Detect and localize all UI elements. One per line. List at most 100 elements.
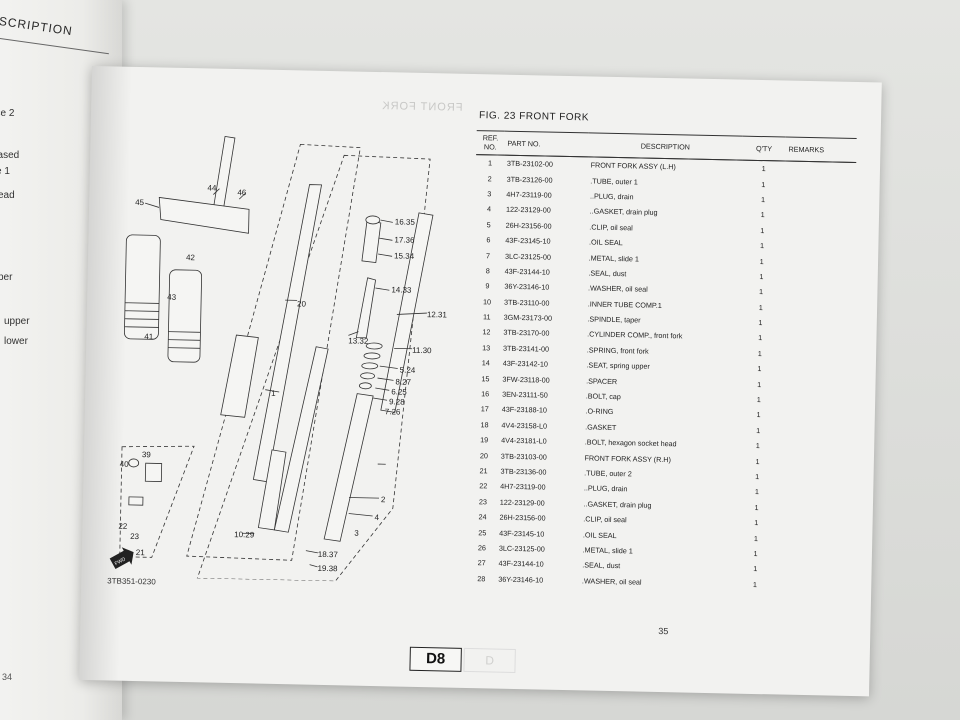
cell-part-no: 43F-23142-10 — [502, 358, 549, 369]
cell-ref-no: 16 — [481, 389, 490, 399]
cell-part-no: 122-23129-00 — [499, 497, 545, 508]
cell-part-no: 43F-23145-10 — [505, 235, 551, 246]
cell-qty: 1 — [758, 318, 763, 328]
cell-qty: 1 — [757, 379, 762, 389]
cell-part-no: 43F-23188-10 — [501, 405, 548, 416]
callout-45: 45 — [135, 198, 145, 207]
cell-qty: 1 — [756, 425, 761, 435]
cell-ref-no: 28 — [477, 573, 486, 584]
cell-ref-no: 26 — [477, 543, 487, 553]
cell-remarks — [778, 500, 849, 517]
cell-ref-no: 27 — [477, 558, 486, 568]
left-page-item: lower — [4, 336, 28, 347]
cell-ref-no: 4 — [486, 204, 492, 214]
cell-ref-no: 1 — [487, 158, 493, 168]
cell-qty: 1 — [761, 164, 766, 174]
cell-part-no: 122-23129-00 — [505, 205, 551, 215]
cell-ref-no: 24 — [478, 512, 487, 522]
callout-9-28: 9.28 — [389, 397, 405, 406]
page-number: 35 — [658, 625, 669, 637]
cell-qty: 1 — [756, 395, 761, 405]
left-page-item: e 1 — [0, 166, 10, 177]
cell-ref-no: 13 — [482, 343, 491, 353]
callout-15-34: 15.34 — [394, 251, 415, 260]
cell-ref-no: 12 — [482, 327, 491, 337]
group-border-left — [186, 143, 361, 561]
cell-part-no: 3EN-23111-50 — [502, 389, 548, 400]
exploded-fork-diagram: 44 45 46 42 43 41 20 1 40 39 22 23 21 2 … — [109, 135, 448, 582]
cell-remarks — [784, 208, 855, 225]
cell-part-no: 4H7-23119-00 — [500, 482, 546, 492]
cell-qty: 1 — [757, 348, 762, 358]
cell-ref-no: 11 — [482, 312, 491, 322]
cell-qty: 1 — [755, 456, 760, 466]
cell-remarks — [777, 562, 848, 579]
axle-holder — [144, 462, 163, 482]
seal-ring — [365, 342, 383, 350]
cell-remarks — [783, 269, 854, 286]
cell-part-no: 3TB-23126-00 — [506, 174, 553, 185]
cell-remarks — [780, 377, 851, 394]
cell-remarks — [779, 439, 850, 456]
under-bracket — [158, 196, 250, 234]
cell-ref-no: 8 — [485, 266, 490, 276]
callout-43: 43 — [167, 293, 177, 302]
callout-16-35: 16.35 — [395, 217, 416, 226]
steering-stem — [213, 135, 236, 208]
cell-ref-no: 22 — [479, 481, 488, 491]
callout-2: 2 — [381, 495, 386, 504]
bolt-cap — [365, 215, 381, 225]
outer-tube-rh — [252, 184, 323, 483]
callout-11-30: 11.30 — [412, 346, 432, 355]
cell-qty: 1 — [759, 256, 764, 266]
group-border-right — [196, 154, 431, 582]
callout-12-31: 12.31 — [427, 310, 448, 319]
cell-ref-no: 18 — [480, 420, 489, 430]
callout-5-24: 5.24 — [400, 366, 416, 375]
callout-19-38: 19.38 — [317, 564, 338, 573]
header-part-no: PART NO. — [504, 131, 589, 157]
cell-part-no: 43F-23144-10 — [504, 266, 550, 277]
cell-ref-no: 2 — [487, 173, 492, 183]
left-page-rule — [0, 38, 109, 55]
inner-tube-comp — [380, 212, 434, 413]
fwd-label: FWD — [114, 556, 127, 567]
cell-remarks — [777, 546, 848, 563]
cell-ref-no: 5 — [486, 220, 491, 230]
cell-ref-no: 19 — [480, 435, 489, 445]
cell-part-no: 3TB-23170-00 — [503, 328, 550, 339]
cell-qty: 1 — [759, 241, 765, 251]
cell-ref-no: 3 — [487, 189, 492, 199]
parts-catalog-page: FRONT FORK FIG. 23 FRONT FORK — [79, 66, 882, 697]
cell-ref-no: 15 — [481, 373, 490, 384]
inner-tube-1-lower — [257, 449, 287, 531]
cell-qty: 1 — [754, 487, 759, 497]
group-border-bottom — [119, 445, 195, 558]
callout-3: 3 — [354, 529, 359, 538]
cell-ref-no: 25 — [478, 527, 487, 537]
spring — [355, 277, 377, 339]
cell-remarks — [783, 254, 854, 271]
cell-ref-no: 23 — [478, 496, 488, 507]
cell-part-no: 3TB-23136-00 — [500, 466, 547, 477]
cell-qty: 1 — [753, 564, 758, 574]
cell-part-no: 36Y-23146-10 — [504, 281, 550, 292]
callout-42: 42 — [186, 253, 196, 262]
cell-part-no: 26H-23156-00 — [499, 512, 546, 523]
cell-remarks — [783, 238, 854, 255]
cell-part-no: 3TB-23102-00 — [506, 158, 553, 169]
section-tab: D8 — [409, 646, 462, 672]
header-qty: Q'TY — [742, 136, 786, 162]
cell-part-no: 36Y-23146-10 — [498, 574, 544, 585]
cell-remarks — [779, 454, 850, 471]
seal-ring — [358, 382, 372, 390]
cell-remarks — [779, 469, 850, 486]
cell-ref-no: 9 — [485, 281, 490, 291]
cell-part-no: 3TB-23110-00 — [503, 297, 550, 308]
header-description: DESCRIPTION — [587, 132, 743, 161]
cell-remarks — [781, 346, 852, 363]
cell-remarks — [784, 192, 855, 209]
fork-boot-left — [124, 234, 161, 340]
cell-ref-no: 6 — [486, 235, 491, 245]
fwd-arrow-icon: FWD — [109, 547, 134, 569]
